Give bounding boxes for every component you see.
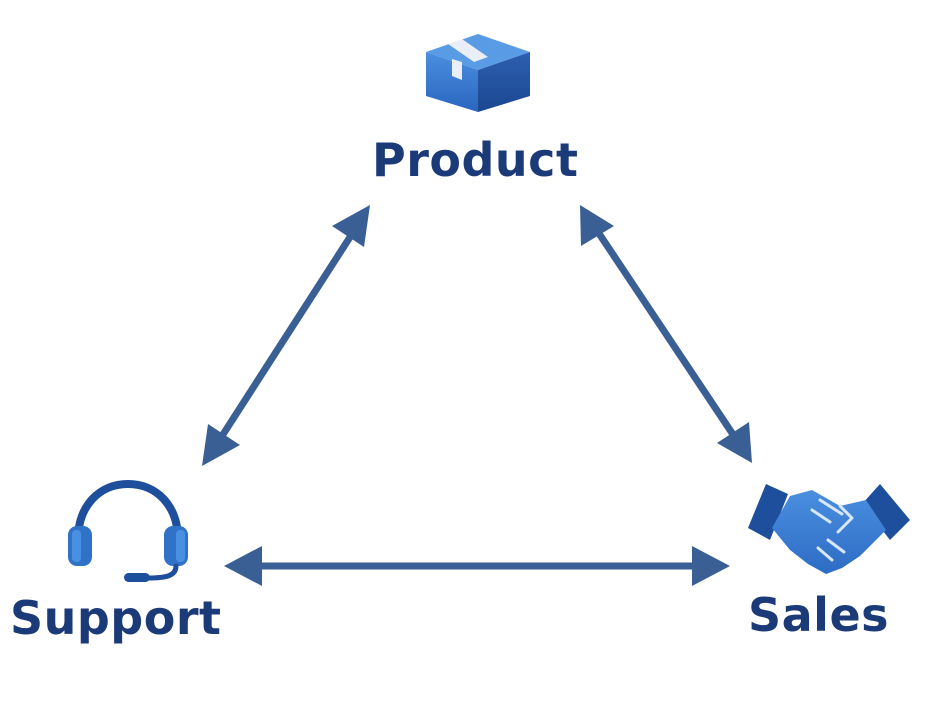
headset-icon: [68, 479, 188, 582]
arrow-support-sales: [224, 546, 730, 586]
handshake-icon: [748, 484, 910, 574]
arrow-product-sales: [580, 205, 752, 463]
sales-label: Sales: [748, 588, 890, 642]
box-icon: [426, 34, 530, 112]
product-label: Product: [372, 133, 579, 187]
arrow-product-support: [202, 205, 370, 466]
support-label: Support: [10, 591, 222, 645]
